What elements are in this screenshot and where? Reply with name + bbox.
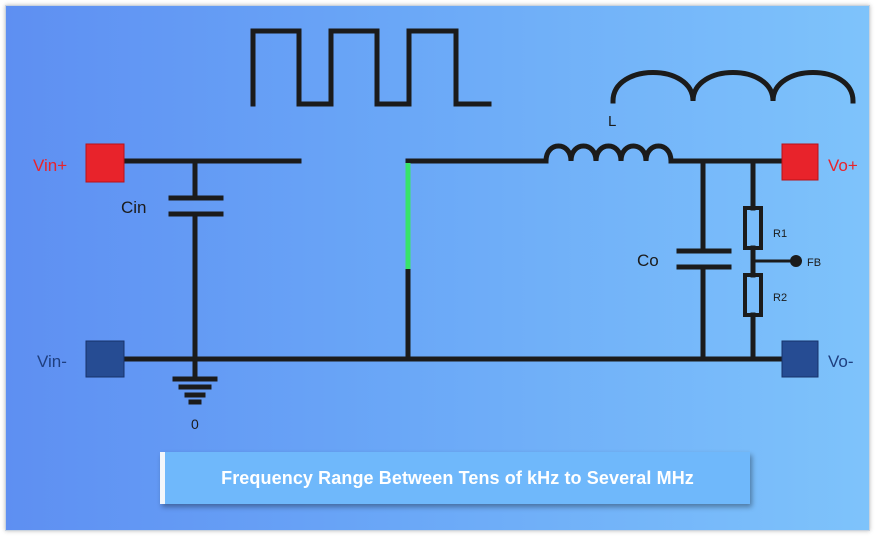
vin-minus-terminal: [85, 340, 125, 378]
vin-plus-label: Vin+: [33, 156, 67, 175]
vo-plus-terminal: [781, 143, 819, 181]
vo-minus-terminal: [781, 340, 819, 378]
inductor-label: L: [608, 113, 616, 130]
vin-minus-label: Vin-: [37, 352, 67, 371]
r2-label: R2: [773, 292, 787, 304]
diagram-frame: Vin+ Vin- Vo+ Vo- Cin L Co R1 R2 FB 0: [5, 5, 870, 531]
switching-square-wave: [250, 28, 492, 107]
feedback-node: [790, 255, 802, 267]
fb-label: FB: [807, 257, 821, 269]
inductor-coil: [543, 143, 674, 164]
resistor-r2: [743, 273, 763, 317]
resistor-r1: [743, 206, 763, 250]
vo-minus-label: Vo-: [828, 352, 854, 371]
inductor-current-waveform: [610, 70, 856, 104]
caption-banner: Frequency Range Between Tens of kHz to S…: [160, 452, 750, 504]
buck-converter-schematic: Vin+ Vin- Vo+ Vo- Cin L Co R1 R2 FB 0: [33, 28, 858, 432]
ground-label: 0: [191, 416, 199, 432]
caption-text: Frequency Range Between Tens of kHz to S…: [221, 467, 694, 488]
vo-plus-label: Vo+: [828, 156, 858, 175]
vin-plus-terminal: [85, 143, 125, 183]
r1-label: R1: [773, 228, 787, 240]
co-label: Co: [637, 251, 659, 270]
cin-label: Cin: [121, 198, 147, 217]
